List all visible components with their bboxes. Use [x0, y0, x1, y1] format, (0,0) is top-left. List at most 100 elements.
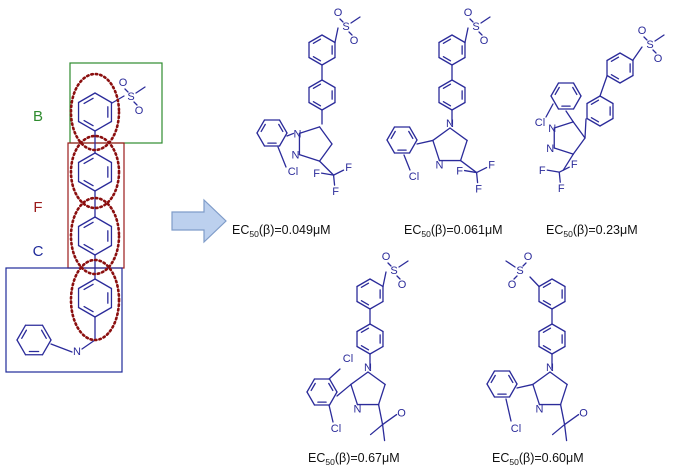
ring-inner-bond [83, 97, 94, 105]
nitrogen-atom: N [364, 362, 372, 374]
oxygen-atom: O [508, 279, 517, 291]
oxygen-atom: O [350, 35, 359, 47]
ring-inner-bond [312, 101, 322, 107]
ring-inner-bond [83, 119, 94, 127]
hydroxyl-oxygen: O [397, 408, 406, 420]
sulfonylphenyl-ring [538, 278, 566, 310]
ring-bond [94, 244, 113, 256]
methyl-bond [135, 86, 146, 94]
ring-bond [308, 56, 323, 66]
imidazole-bond [367, 371, 386, 386]
aniline-ring [16, 324, 52, 356]
ring-bond [321, 34, 336, 44]
sulfonyl-bond [348, 31, 353, 36]
nitrogen-atom: N [353, 404, 361, 416]
c-cl-bond [505, 398, 512, 422]
ring-bond [94, 180, 113, 192]
ring-bond [356, 300, 371, 310]
methylsulfonyl-group: SOO [505, 251, 533, 291]
ring-bond [306, 391, 316, 406]
ring-inner-bond [542, 345, 552, 351]
ring-bond [551, 345, 566, 355]
ec50-label-compound-3: EC50(β)=0.23μM [546, 223, 638, 239]
ring-bond [256, 119, 266, 134]
chlorophenyl-ring [550, 82, 582, 110]
chlorophenyl-ring [486, 370, 518, 398]
scaffold-ring-F1 [77, 152, 113, 192]
ring-bond [369, 345, 384, 355]
ring-inner-bond [360, 300, 370, 306]
ring-bond [77, 152, 96, 164]
sulfonyl-bond [469, 18, 474, 23]
c-cl-bond [328, 404, 334, 423]
oxygen-atom: O [382, 251, 391, 263]
methyl-bond [480, 16, 491, 24]
ring-inner-bond [442, 38, 452, 44]
ring-bond [77, 306, 96, 318]
methyl-bond [563, 423, 568, 442]
imidazole-bond [377, 383, 386, 406]
pyrazole-bond [553, 121, 574, 129]
amine-bond [81, 339, 96, 350]
methylsulfonyl-group: SOO [334, 7, 361, 47]
ring-bond [451, 56, 466, 66]
ring-bond [369, 323, 384, 333]
ring-bond [321, 79, 336, 89]
ring-inner-bond [83, 221, 94, 229]
pyrazole-bond [318, 143, 333, 162]
segment-C-label: C [33, 243, 44, 260]
cf-bond [332, 174, 336, 186]
imidazole-bond [432, 127, 451, 142]
ring-bond [438, 79, 453, 89]
right-arrow [171, 198, 227, 244]
ring-inner-bond [554, 86, 560, 96]
sulfonyl-bond [133, 101, 138, 106]
methyl-bond [505, 260, 516, 268]
sulfonyl-bond [643, 36, 648, 41]
oxygen-atom: O [398, 279, 407, 291]
ring-bond [94, 92, 113, 104]
cf-bond [558, 171, 561, 183]
scaffold-ring-C [77, 278, 113, 318]
cf-bond [546, 169, 560, 173]
chlorophenyl-ring [386, 126, 418, 154]
ring-inner-bond [542, 300, 552, 306]
dotted-highlight-3 [69, 196, 121, 276]
ring-bond [586, 117, 601, 127]
c-cl-bond [545, 103, 554, 118]
ring-inner-bond [442, 56, 452, 62]
ring-bond [408, 139, 418, 154]
sulfur-atom: S [127, 91, 134, 103]
ring-bond [369, 300, 384, 310]
ring-bond [408, 126, 418, 141]
sulfonyl-bond [124, 88, 129, 93]
dichlorophenyl-ring [306, 378, 338, 406]
fluorine-atom: F [488, 160, 495, 172]
nitrogen-atom: N [548, 123, 556, 135]
imidazole-bond [432, 139, 441, 162]
ring-bond [438, 101, 453, 111]
cf-bond [320, 172, 335, 176]
dotted-highlight-2 [69, 134, 121, 210]
aryl-s-bond [464, 27, 469, 44]
sulfonyl-bond [396, 275, 401, 280]
ring-bond [77, 278, 96, 290]
aryl-n-bond [286, 132, 295, 137]
ec50-label-compound-2: EC50(β)=0.061μM [404, 223, 503, 239]
ring-bond [508, 370, 518, 385]
ring-bond [328, 391, 338, 406]
ring-bond [356, 323, 371, 333]
nitrogen-atom: N [446, 118, 454, 130]
ring-bond [572, 95, 582, 110]
scaffold-ring-F2 [77, 216, 113, 256]
ring-inner-bond [542, 282, 552, 288]
ring-bond [356, 278, 371, 288]
c-c-bond [559, 403, 566, 426]
ring-inner-bond [490, 374, 496, 384]
ring-bond [94, 152, 113, 164]
